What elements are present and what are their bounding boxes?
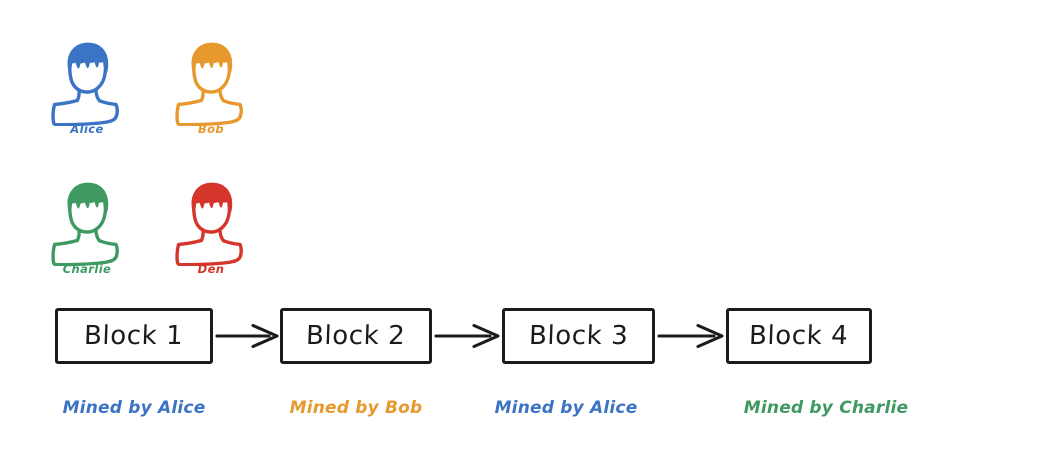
- block-label: Block 2: [305, 321, 407, 351]
- mined-by-label-block-2: Mined by Bob: [289, 398, 423, 418]
- participant-name-label: Charlie: [62, 262, 112, 276]
- participant-bob[interactable]: Bob: [168, 34, 254, 136]
- avatar-illustration: [51, 42, 119, 126]
- avatar-illustration: [175, 182, 243, 266]
- avatar-illustration: [51, 182, 119, 266]
- arrow-2: [434, 323, 500, 349]
- participant-charlie[interactable]: Charlie: [44, 174, 130, 276]
- participant-name-label: Bob: [197, 122, 225, 136]
- block-label: Block 1: [83, 321, 185, 351]
- block-3[interactable]: Block 3: [502, 308, 655, 364]
- participant-name-label: Alice: [70, 122, 104, 136]
- mined-by-label-block-1: Mined by Alice: [62, 398, 206, 418]
- mined-by-label-block-4: Mined by Charlie: [743, 398, 909, 418]
- participant-name-label: Den: [197, 262, 225, 276]
- mined-by-label-block-3: Mined by Alice: [494, 398, 638, 418]
- block-2[interactable]: Block 2: [280, 308, 432, 364]
- arrow-3: [657, 323, 724, 349]
- block-label: Block 3: [528, 321, 629, 351]
- arrow-1: [215, 323, 279, 349]
- block-4[interactable]: Block 4: [726, 308, 872, 364]
- block-label: Block 4: [748, 321, 850, 351]
- participant-den[interactable]: Den: [168, 174, 254, 276]
- avatar-illustration: [175, 42, 243, 126]
- block-1[interactable]: Block 1: [55, 308, 213, 364]
- participant-alice[interactable]: Alice: [44, 34, 130, 136]
